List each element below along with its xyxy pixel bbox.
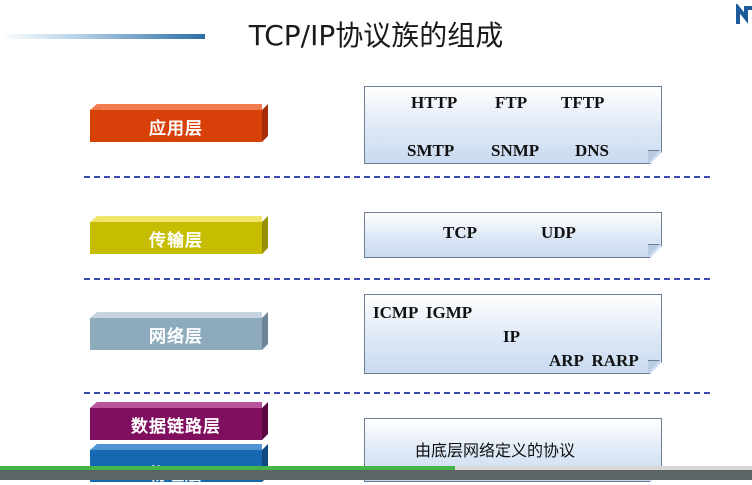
protocol-ip: IP [503,327,520,346]
layer-application-label: 应用层 [90,110,262,142]
protocol-smtp: SMTP [407,141,455,160]
protocol-tcp: TCP [443,223,477,242]
corner-logo-icon [736,4,752,24]
layer-transport-label: 传输层 [90,222,262,254]
layer-data-link-label: 数据链路层 [90,408,262,440]
layer-network-label: 网络层 [90,318,262,350]
protocol-tftp: TFTP [561,93,605,112]
layer-divider [84,176,710,178]
protocol-ftp: FTP [495,93,528,112]
progress-bar-fill [0,466,455,470]
title-accent-line [0,34,205,39]
protocol-box-transport: TCP UDP [364,212,662,258]
protocol-underlying-network: 由底层网络定义的协议 [415,441,576,460]
protocol-arp-rarp: ARP RARP [549,351,639,370]
protocol-snmp: SNMP [491,141,540,160]
progress-bar-track [455,466,752,470]
protocol-icmp-igmp: ICMP IGMP [373,303,473,322]
protocol-http: HTTP [411,93,458,112]
bottom-toolbar [0,470,752,480]
protocol-box-network: ICMP IGMP IP ARP RARP [364,294,662,374]
protocol-box-application: HTTP FTP TFTP SMTP SNMP DNS [364,86,662,164]
layer-divider [84,278,710,280]
page-title: TCP/IP协议族的组成 [248,19,504,52]
protocol-udp: UDP [541,223,576,242]
protocol-dns: DNS [575,141,610,160]
layer-divider [84,392,710,394]
